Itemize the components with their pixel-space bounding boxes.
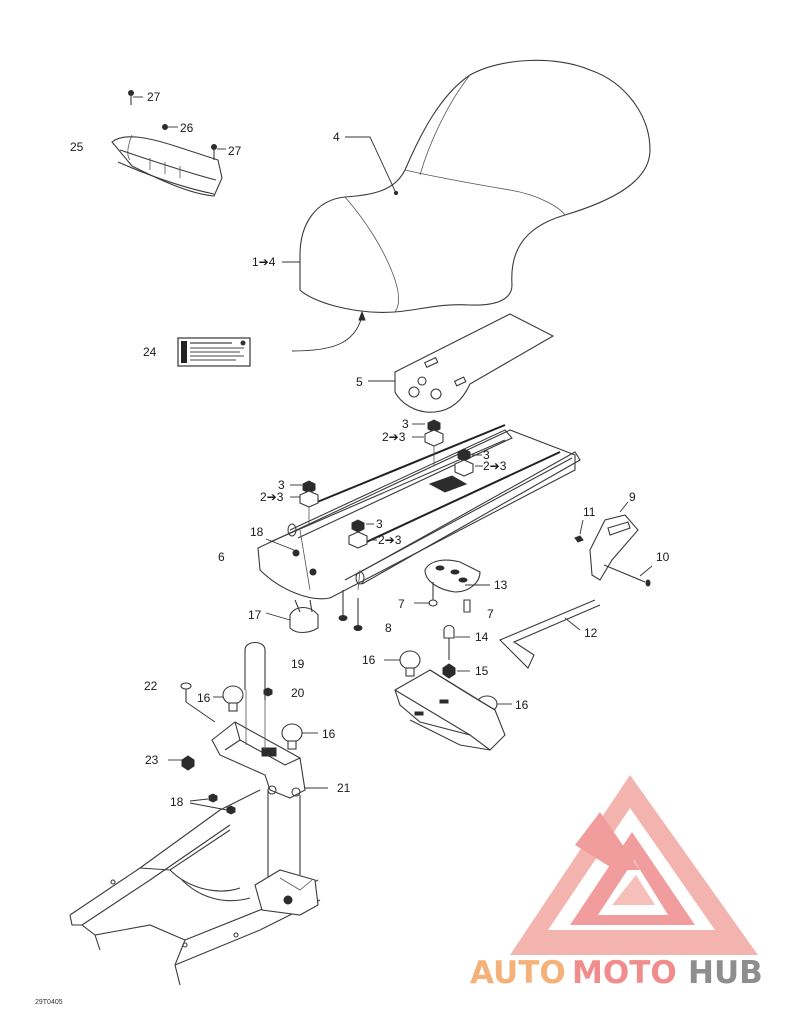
callout-25: 25 (70, 140, 84, 154)
part-23-nut (168, 755, 195, 771)
callout-8: 8 (385, 621, 392, 635)
part-20-nut (263, 687, 273, 697)
diagram-code: 29T0405 (35, 999, 63, 1006)
callout-3-d: 3 (376, 517, 383, 531)
part-6-frame (257, 424, 581, 600)
callout-17: 17 (248, 608, 262, 622)
callout-15: 15 (475, 664, 489, 678)
vehicle-frame (69, 789, 321, 986)
part-19-ubolt (244, 641, 266, 700)
callout-22: 22 (144, 679, 158, 693)
part-8-bolt (338, 590, 363, 631)
callout-2-to-3-b: 2➔3 (483, 459, 507, 473)
part-3-nut-a (412, 419, 444, 465)
front-bracket (394, 669, 506, 751)
logo-word-moto: MOTO (572, 955, 677, 991)
logo-word-hub: HUB (688, 955, 763, 991)
callout-10: 10 (656, 550, 670, 564)
callout-16-front-left: 16 (362, 653, 376, 667)
part-3-nut-c (290, 480, 319, 525)
callout-20: 20 (291, 686, 305, 700)
callout-2-to-3-a: 2➔3 (382, 430, 406, 444)
callout-13: 13 (494, 578, 508, 592)
part-21-rear-bracket (211, 690, 328, 799)
logo-wordmark: AUTO MOTO HUB (470, 955, 763, 991)
part-18-nuts (189, 793, 236, 815)
callout-labels: 27 26 27 25 4 1➔4 24 5 3 2➔3 3 2➔3 3 2➔3… (70, 90, 670, 809)
part-17-bracket (265, 599, 319, 634)
part-16-bumper-b (213, 685, 244, 712)
callout-1-to-4: 1➔4 (252, 255, 276, 269)
callout-26: 26 (180, 121, 194, 135)
part-22-bolt (180, 682, 216, 723)
part-4-seat (282, 59, 651, 352)
part-5-seat-pan (368, 313, 555, 413)
callout-19: 19 (291, 657, 305, 671)
callout-9: 9 (629, 490, 636, 504)
callout-18-bottom: 18 (170, 795, 184, 809)
callout-7-left: 7 (398, 597, 405, 611)
part-25-rear-shell (111, 90, 226, 197)
callout-2-to-3-c: 2➔3 (260, 490, 284, 504)
callout-27-top: 27 (147, 90, 161, 104)
callout-23: 23 (145, 753, 159, 767)
callout-11: 11 (583, 505, 596, 519)
part-15-nut (442, 663, 470, 679)
part-16-bumper-c (281, 723, 318, 750)
part-12-rod (499, 599, 601, 669)
callout-3-c: 3 (278, 478, 285, 492)
callout-16-rear-right: 16 (322, 727, 336, 741)
automotohub-logo (510, 775, 758, 955)
part-9-latch (574, 501, 653, 587)
part-16-bumper-a (384, 650, 421, 677)
callout-4: 4 (333, 130, 340, 144)
callout-16-rear-left: 16 (197, 691, 211, 705)
part-3-nut-b (454, 448, 483, 477)
callout-6: 6 (218, 550, 225, 564)
callout-3-b: 3 (483, 448, 490, 462)
part-3-nut-d (348, 519, 377, 549)
callout-7-right: 7 (487, 607, 494, 621)
part-13-pad (414, 559, 490, 613)
callout-24: 24 (143, 345, 157, 359)
callout-27-right: 27 (228, 144, 242, 158)
part-24-label (177, 337, 251, 367)
logo-word-auto: AUTO (470, 955, 566, 991)
callout-3-a: 3 (402, 417, 409, 431)
callout-14: 14 (475, 630, 489, 644)
callout-21: 21 (337, 781, 351, 795)
part-14-bolt (443, 624, 470, 660)
callout-2-to-3-d: 2➔3 (378, 533, 402, 547)
callout-18-top: 18 (250, 525, 264, 539)
callout-12: 12 (584, 626, 598, 640)
callout-16-front-right: 16 (515, 698, 529, 712)
callout-5: 5 (356, 375, 363, 389)
